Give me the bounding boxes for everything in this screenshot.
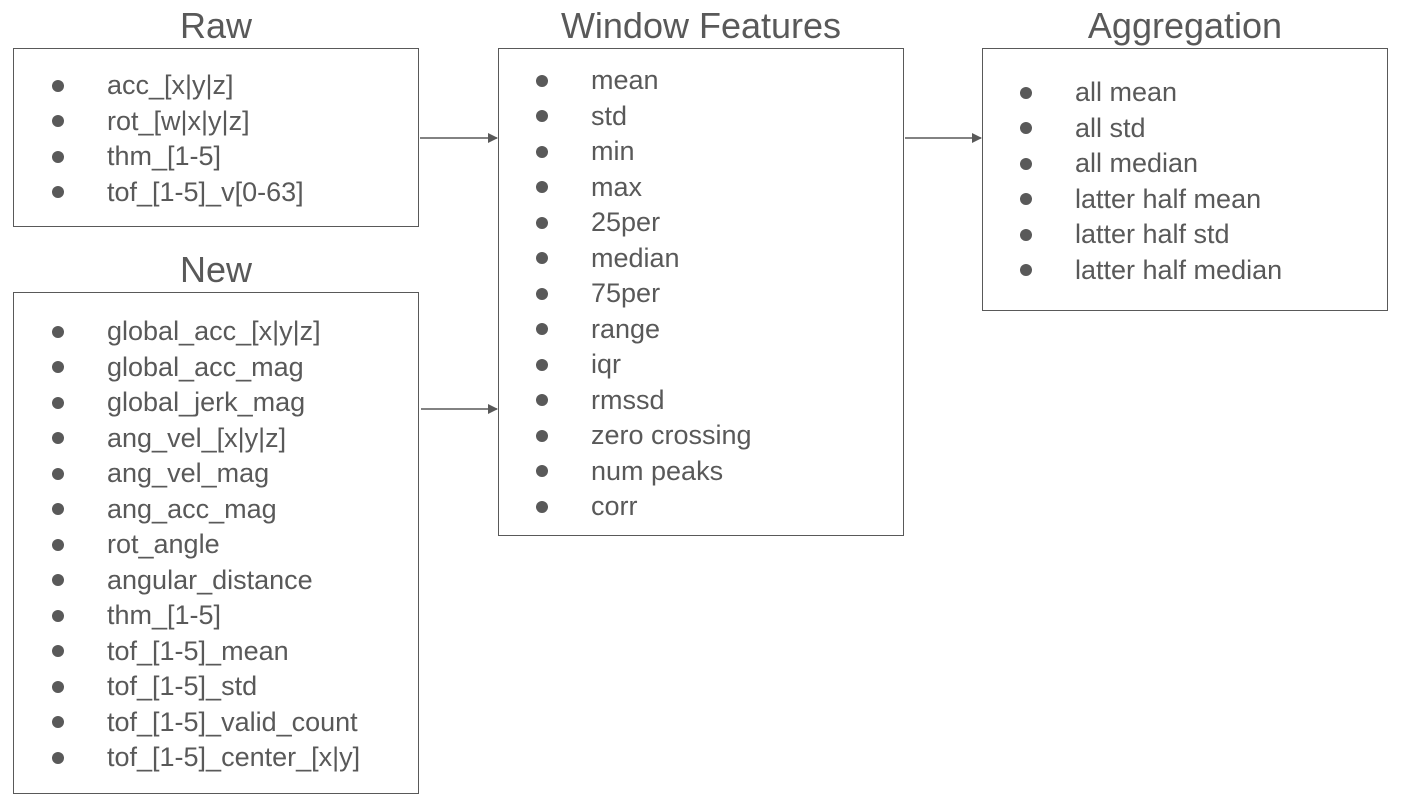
bullet-icon — [52, 115, 64, 128]
bullet-icon — [52, 503, 64, 516]
bullet-icon — [52, 325, 64, 338]
bullet-icon — [52, 467, 64, 480]
bullet-icon — [52, 186, 64, 199]
bullet-icon — [536, 181, 548, 194]
bullet-icon — [1020, 86, 1032, 99]
bullet-icon — [1020, 264, 1032, 277]
bullet-icon — [52, 361, 64, 374]
aggregation-title: Aggregation — [1087, 5, 1283, 46]
bullet-icon — [52, 609, 64, 622]
bullet-icon — [52, 432, 64, 445]
bullet-icon — [52, 79, 64, 92]
bullet-icon — [52, 680, 64, 693]
bullet-icon — [1020, 228, 1032, 241]
bullet-icon — [536, 394, 548, 407]
bullet-icon — [536, 465, 548, 478]
bullet-icon — [536, 323, 548, 336]
bullet-icon — [52, 645, 64, 658]
bullet-icon — [52, 538, 64, 551]
new-title: New — [179, 249, 253, 290]
bullet-icon — [1020, 122, 1032, 135]
bullet-icon — [536, 429, 548, 442]
window-features-box: mean std min max 25per median 75per rang… — [498, 48, 904, 536]
bullet-icon — [52, 574, 64, 587]
bullet-icon — [536, 500, 548, 513]
bullet-icon — [52, 716, 64, 729]
bullet-icon — [536, 358, 548, 371]
bullet-icon — [52, 751, 64, 764]
new-box: global_acc_[x|y|z] global_acc_mag global… — [13, 292, 419, 794]
bullet-icon — [52, 150, 64, 163]
bullet-icon — [536, 74, 548, 87]
bullet-icon — [536, 287, 548, 300]
bullet-icon — [536, 252, 548, 265]
bullet-icon — [536, 110, 548, 123]
bullet-icon — [1020, 157, 1032, 170]
bullet-icon — [52, 396, 64, 409]
bullet-icon — [536, 216, 548, 229]
bullet-icon — [1020, 193, 1032, 206]
raw-title: Raw — [179, 5, 253, 46]
bullet-icon — [536, 145, 548, 158]
window-features-title: Window Features — [560, 5, 842, 46]
raw-box: acc_[x|y|z] rot_[w|x|y|z] thm_[1-5] tof_… — [13, 48, 419, 227]
aggregation-box: all mean all std all median latter half … — [982, 48, 1388, 311]
